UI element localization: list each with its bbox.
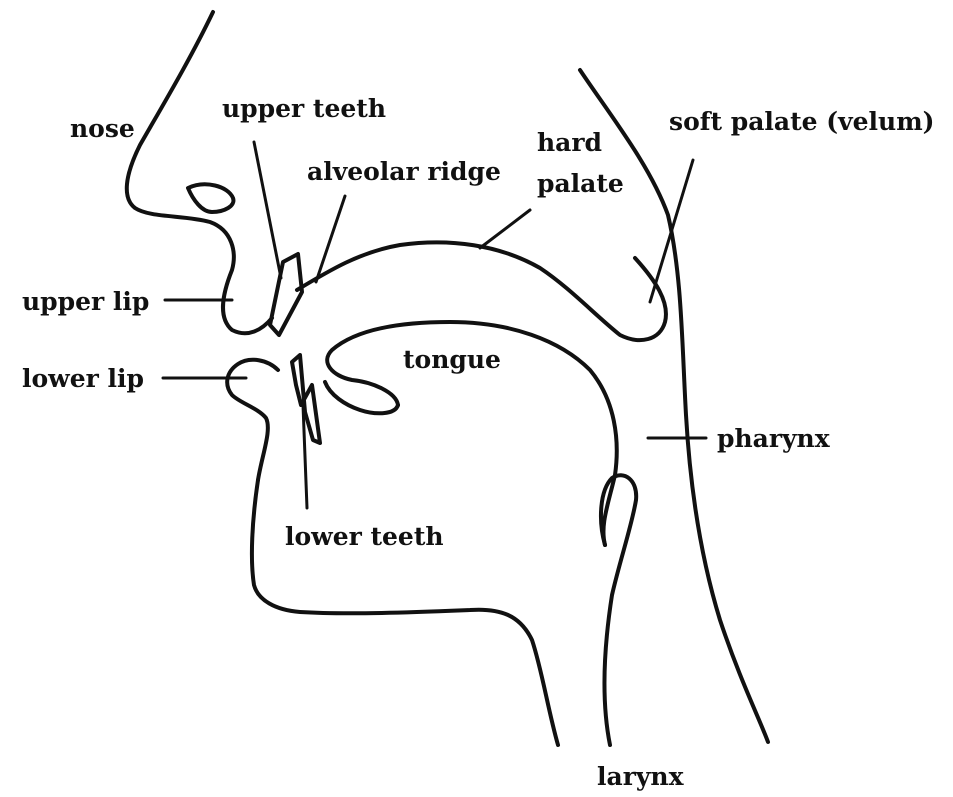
label-upper-lip: upper lip [22,287,149,316]
nostril-outline [188,184,233,212]
lower-teeth-outline [292,355,320,443]
label-lower-lip: lower lip [22,364,144,393]
label-hard-palate-line1: hard [537,128,602,157]
label-hard-palate-line2: palate [537,169,624,198]
hard-palate-leader [480,210,530,248]
upper-teeth-outline [270,254,302,335]
face-profile-outline [127,12,272,333]
label-tongue: tongue [403,345,501,374]
label-lower-teeth: lower teeth [285,522,444,551]
label-upper-teeth: upper teeth [222,94,386,123]
soft-palate-leader [650,160,693,302]
upper-teeth-leader [254,142,281,278]
chin-neck-outline [252,480,558,745]
label-larynx: larynx [597,762,685,791]
label-pharynx: pharynx [717,424,831,453]
label-alveolar-ridge: alveolar ridge [307,157,501,186]
label-soft-palate: soft palate (velum) [669,107,935,136]
label-nose: nose [70,114,135,143]
tongue-tip-outline [325,382,398,413]
